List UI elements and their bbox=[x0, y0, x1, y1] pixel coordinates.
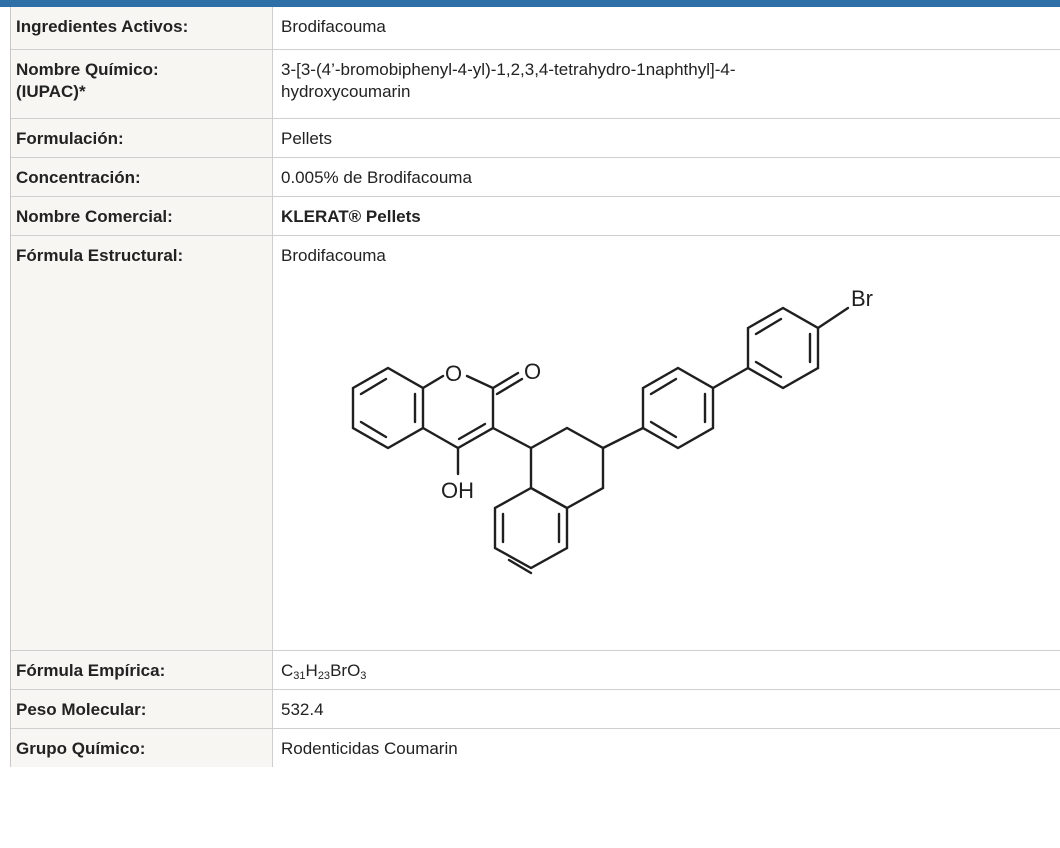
empirical-formula: C31H23BrO3 bbox=[273, 651, 1060, 689]
row-label: Formulación: bbox=[11, 119, 273, 157]
row-label: Fórmula Estructural: bbox=[11, 236, 273, 650]
row-label: Nombre Comercial: bbox=[11, 197, 273, 235]
formula-h: H bbox=[305, 661, 318, 680]
bromine-label: Br bbox=[851, 286, 873, 311]
header-bar bbox=[0, 0, 1060, 7]
table-row-chemical-group: Grupo Químico: Rodenticidas Coumarin bbox=[11, 729, 1060, 767]
table-row-active-ingredient: Ingredientes Activos: Brodifacouma bbox=[11, 7, 1060, 50]
table-row-molecular-weight: Peso Molecular: 532.4 bbox=[11, 690, 1060, 729]
product-data-table: Ingredientes Activos: Brodifacouma Nombr… bbox=[10, 7, 1060, 767]
row-value: 532.4 bbox=[281, 700, 324, 719]
row-value-line2: hydroxycoumarin bbox=[281, 82, 411, 101]
table-row-concentration: Concentración: 0.005% de Brodifacouma bbox=[11, 158, 1060, 197]
row-label: Grupo Químico: bbox=[11, 729, 273, 767]
formula-o-count: 3 bbox=[360, 670, 367, 682]
carbonyl-oxygen-label: O bbox=[524, 359, 541, 384]
row-value: Rodenticidas Coumarin bbox=[281, 739, 458, 758]
row-value: Brodifacouma bbox=[281, 17, 386, 36]
table-row-empirical-formula: Fórmula Empírica: C31H23BrO3 bbox=[11, 651, 1060, 690]
row-label: Peso Molecular: bbox=[11, 690, 273, 728]
row-label: Nombre Químico: (IUPAC)* bbox=[11, 50, 273, 118]
row-label: Ingredientes Activos: bbox=[11, 7, 273, 49]
formula-c-count: 31 bbox=[293, 670, 306, 682]
formula-bro: BrO bbox=[330, 661, 361, 680]
row-label: Concentración: bbox=[11, 158, 273, 196]
row-value: 0.005% de Brodifacouma bbox=[281, 168, 472, 187]
row-label-line2: (IUPAC)* bbox=[16, 82, 86, 101]
row-value-line1: 3-[3-(4’-bromobiphenyl-4-yl)-1,2,3,4-tet… bbox=[281, 60, 736, 79]
row-label: Fórmula Empírica: bbox=[11, 651, 273, 689]
table-row-structural-formula: Fórmula Estructural: Brodifacouma bbox=[11, 236, 1060, 651]
row-value: Pellets bbox=[281, 129, 333, 148]
table-row-chemical-name: Nombre Químico: (IUPAC)* 3-[3-(4’-bromob… bbox=[11, 50, 1060, 119]
ring-oxygen-label: O bbox=[445, 361, 462, 386]
hydroxyl-label: OH bbox=[441, 478, 474, 503]
row-value: 3-[3-(4’-bromobiphenyl-4-yl)-1,2,3,4-tet… bbox=[273, 50, 1060, 118]
row-label-line1: Nombre Químico: bbox=[16, 60, 159, 79]
table-row-trade-name: Nombre Comercial: KLERAT® Pellets bbox=[11, 197, 1060, 236]
row-value: Brodifacouma bbox=[273, 236, 1060, 650]
brodifacoum-structure-diagram: O O OH Br bbox=[351, 286, 873, 575]
row-value: KLERAT® Pellets bbox=[281, 207, 421, 226]
formula-h-count: 23 bbox=[317, 670, 331, 682]
table-row-formulation: Formulación: Pellets bbox=[11, 119, 1060, 158]
formula-c: C bbox=[281, 661, 294, 680]
structure-caption: Brodifacouma bbox=[281, 246, 386, 265]
